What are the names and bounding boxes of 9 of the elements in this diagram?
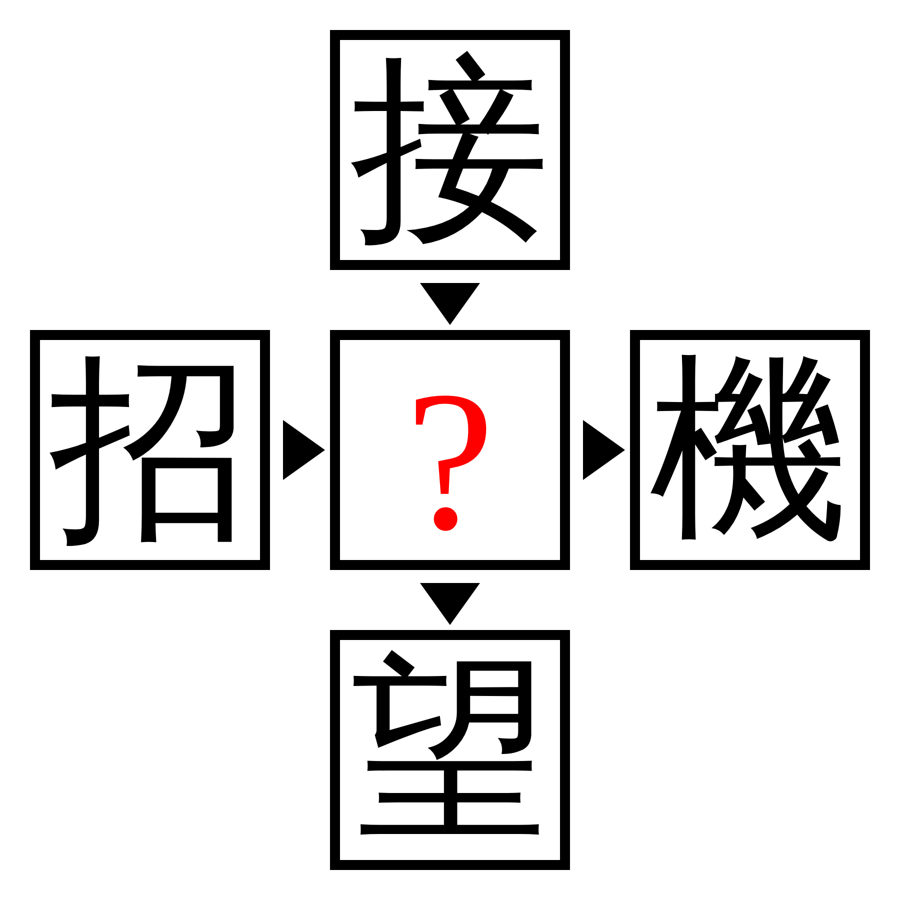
character-box: 接: [330, 30, 570, 270]
character-box: 望: [330, 630, 570, 870]
arrow: [420, 282, 480, 325]
answer-box: ?: [330, 330, 570, 570]
character-box: 招: [30, 330, 270, 570]
arrow: [282, 420, 325, 480]
arrow: [582, 420, 625, 480]
character-box: 機: [630, 330, 870, 570]
arrow: [420, 582, 480, 625]
